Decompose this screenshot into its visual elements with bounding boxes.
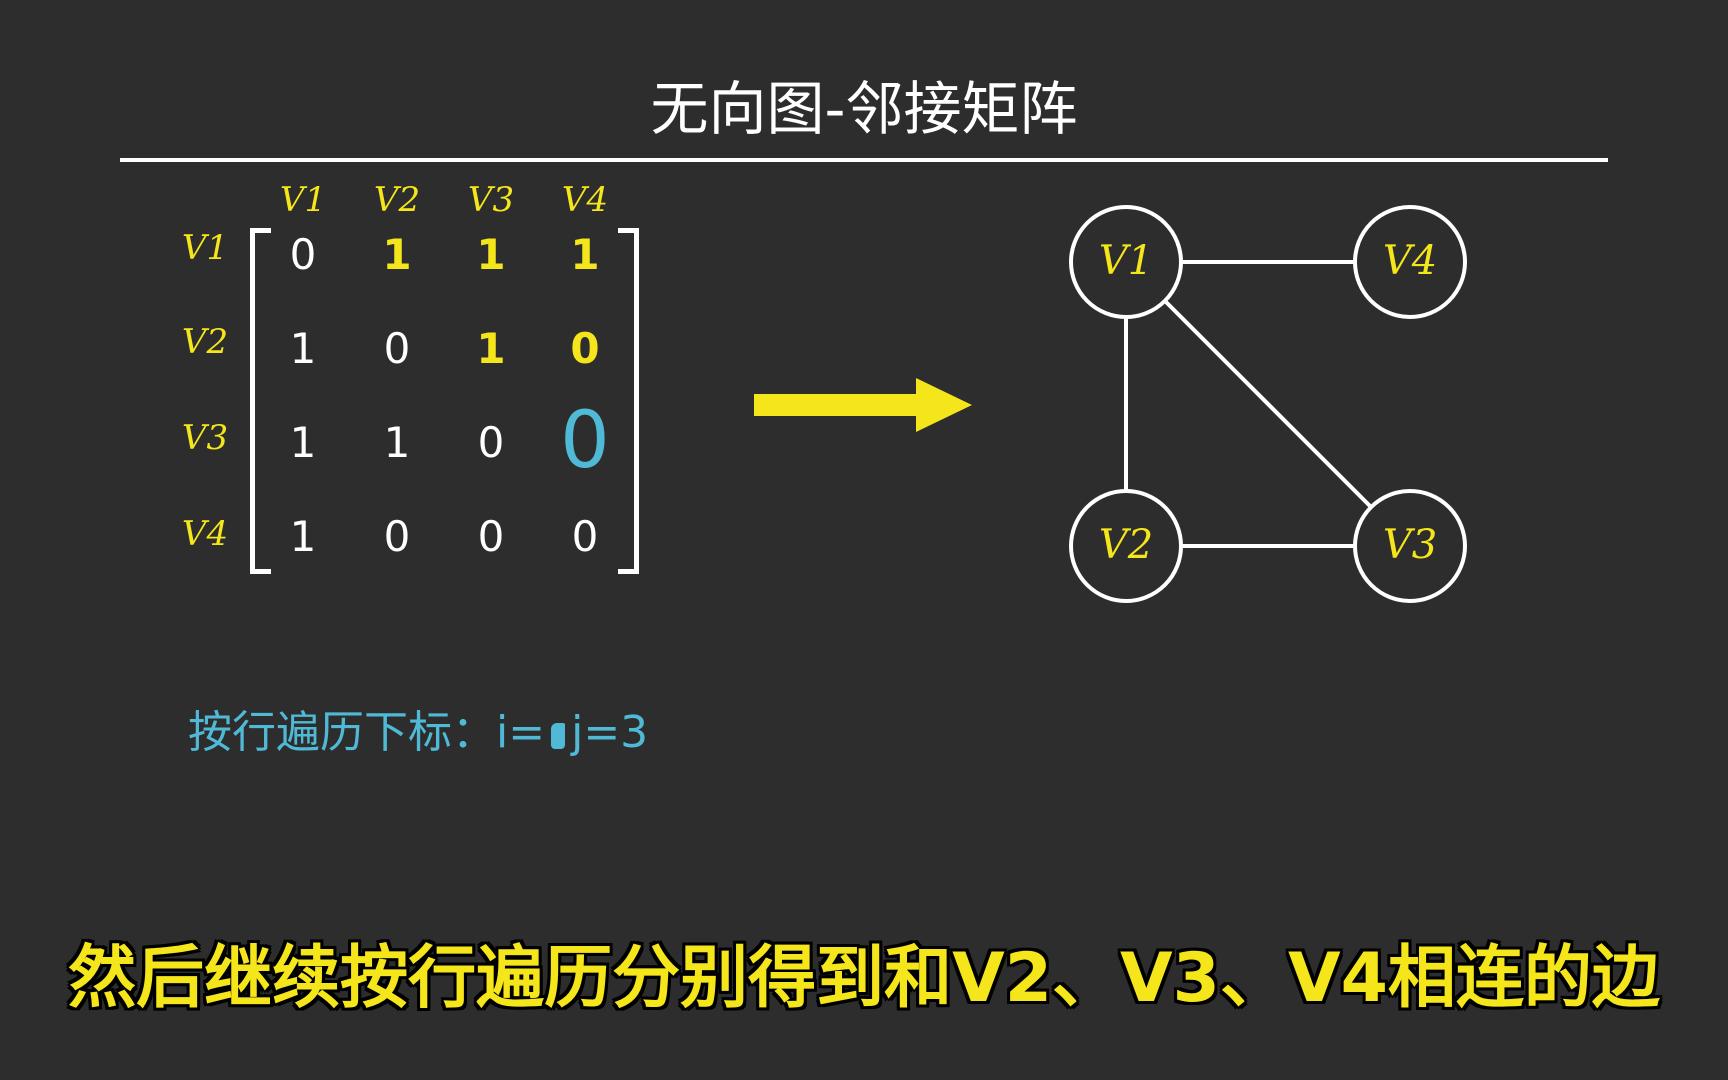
- matrix-cell-r4-c2: 0: [383, 512, 411, 561]
- matrix-cell-r1-c1: 0: [289, 230, 317, 279]
- graph-node-v2: [1069, 489, 1183, 603]
- matrix-cell-r2-c1: 1: [289, 324, 317, 373]
- matrix-row-header-v4: V4: [181, 514, 229, 554]
- graph-edge-v1-v3: [1163, 299, 1373, 509]
- matrix-cell-r3-c4-current: 0: [560, 396, 610, 486]
- matrix-cell-r4-c1: 1: [289, 512, 317, 561]
- matrix-cell-r3-c1: 1: [289, 418, 317, 467]
- matrix-cell-r2-c3: 1: [476, 324, 506, 373]
- title-divider: [120, 158, 1608, 162]
- matrix-cell-r1-c3: 1: [476, 230, 506, 279]
- caption-subtitle: 然后继续按行遍历分别得到和V2、V3、V4相连的边: [68, 939, 1660, 1018]
- matrix-cell-r2-c2: 0: [383, 324, 411, 373]
- graph-node-label-v4: V4: [1382, 238, 1438, 284]
- matrix-col-header-v4: V4: [561, 180, 609, 220]
- matrix-cell-r4-c4: 0: [571, 512, 599, 561]
- matrix-cell-r2-c4: 0: [570, 324, 600, 373]
- graph-node-v1: [1069, 205, 1183, 319]
- matrix-left-bracket: [250, 228, 271, 574]
- matrix-col-header-v2: V2: [373, 180, 421, 220]
- graph-node-label-v1: V1: [1098, 238, 1154, 284]
- matrix-col-header-v1: V1: [279, 180, 327, 220]
- matrix-right-bracket: [618, 228, 639, 574]
- conversion-arrow: [754, 378, 972, 432]
- matrix-row-header-v1: V1: [181, 228, 229, 268]
- matrix-col-header-v3: V3: [467, 180, 515, 220]
- graph-node-v3: [1353, 489, 1467, 603]
- matrix-cell-r3-c2: 1: [383, 418, 411, 467]
- matrix-row-header-v2: V2: [181, 322, 229, 362]
- graph-node-v4: [1353, 205, 1467, 319]
- matrix-cell-r4-c3: 0: [477, 512, 505, 561]
- traversal-index-readout: 按行遍历下标：i= j=3: [188, 696, 648, 760]
- matrix-cell-r3-c3: 0: [477, 418, 505, 467]
- graph-node-label-v2: V2: [1098, 522, 1154, 568]
- traversal-i-value: i=: [496, 707, 546, 758]
- matrix-cell-r1-c4: 1: [570, 230, 600, 279]
- page-title: 无向图-邻接矩阵: [650, 75, 1078, 143]
- matrix-cell-r1-c2: 1: [382, 230, 412, 279]
- graph-node-label-v3: V3: [1382, 522, 1438, 568]
- traversal-label: 按行遍历下标：: [188, 707, 496, 758]
- pointer-cursor-icon: [551, 723, 566, 749]
- traversal-j-value: j=3: [571, 707, 649, 758]
- matrix-row-header-v3: V3: [181, 418, 229, 458]
